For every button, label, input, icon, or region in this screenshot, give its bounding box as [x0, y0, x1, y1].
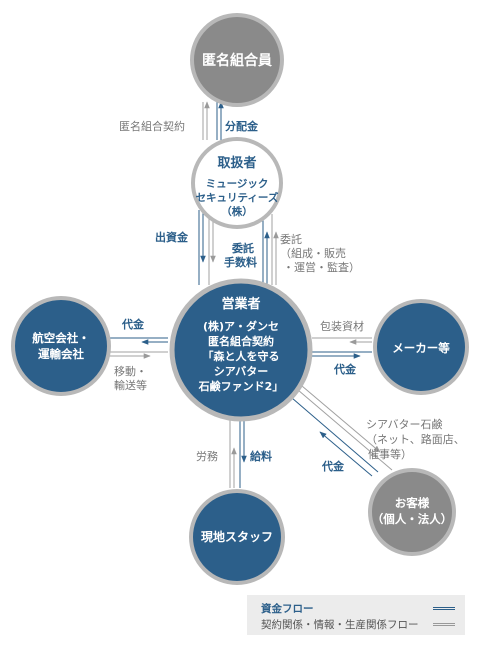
node-operator-line1: (株)ア・ダンセ [203, 319, 279, 333]
legend-contract-line [433, 623, 455, 626]
node-operator-line5: 石鹸ファンド2」 [198, 379, 284, 393]
label-maker-payment: 代金 [333, 362, 357, 376]
connector-maker-operator [312, 337, 372, 359]
label-packaging: 包装資材 [320, 319, 364, 333]
node-customer-line1: お客様 [395, 496, 430, 510]
node-handler-title: 取扱者 [217, 155, 256, 171]
node-operator: 営業者 (株)ア・ダンセ 匿名組合契約 「森と人を守る シアバター 石鹸ファンド… [169, 278, 313, 422]
label-distribution: 分配金 [225, 119, 259, 133]
label-entrust-detail-1: （組成・販売 [280, 247, 346, 260]
legend-money-line [433, 607, 455, 610]
node-customer-line2: （個人・法人） [372, 512, 453, 526]
node-operator-title: 営業者 [221, 296, 260, 312]
connector-airline-operator [108, 337, 168, 359]
node-handler-line3: （株） [221, 205, 253, 218]
node-airline-line1: 航空会社・ [32, 331, 90, 345]
label-labor: 労務 [196, 449, 218, 463]
connector-investors-handler [202, 101, 224, 140]
label-airline-service-2: 輸送等 [114, 378, 147, 392]
label-capital: 出資金 [155, 230, 189, 244]
label-airline-payment: 代金 [121, 317, 145, 331]
node-operator-line3: 「森と人を守る [203, 349, 280, 363]
node-investors: 匿名組合員 [190, 13, 284, 107]
node-handler-line1: ミュージック [206, 178, 269, 190]
node-staff-label: 現地スタッフ [201, 529, 273, 544]
label-customer-payment: 代金 [321, 459, 345, 473]
label-product-detail-1: （ネット、路面店、 [366, 432, 465, 446]
node-airline-line2: 運輸会社 [38, 347, 84, 361]
label-investment-contract: 匿名組合契約 [119, 119, 185, 133]
label-product-detail-2: 催事等） [368, 447, 412, 461]
connector-operator-staff [229, 420, 247, 488]
legend-contract-label: 契約関係・情報・生産関係フロー [261, 619, 419, 631]
label-entrust-detail-2: ・運営・監査） [283, 260, 360, 274]
node-investors-label: 匿名組合員 [202, 52, 272, 69]
label-fee: 手数料 [224, 255, 257, 269]
node-airline: 航空会社・ 運輸会社 [11, 296, 111, 396]
node-handler-line2: セキュリティーズ [196, 191, 279, 204]
node-operator-line2: 匿名組合契約 [208, 334, 274, 348]
node-operator-line4: シアバター [214, 365, 269, 378]
label-commission: 委託 [231, 241, 254, 255]
node-customer: お客様 （個人・法人） [368, 468, 456, 556]
connector-operator-customer [291, 385, 393, 477]
label-salary: 給料 [250, 449, 272, 463]
legend: 資金フロー 契約関係・情報・生産関係フロー [247, 595, 465, 635]
label-entrust: 委託 [280, 232, 302, 246]
connector-handler-operator [198, 210, 279, 285]
node-maker: メーカー等 [373, 299, 469, 395]
node-handler: 取扱者 ミュージック セキュリティーズ （株） [191, 137, 283, 229]
legend-money-label: 資金フロー [261, 603, 314, 615]
node-staff: 現地スタッフ [189, 489, 285, 585]
node-maker-label: メーカー等 [392, 341, 450, 355]
label-product: シアバター石鹸 [366, 417, 443, 431]
label-airline-service-1: 移動・ [114, 364, 147, 378]
